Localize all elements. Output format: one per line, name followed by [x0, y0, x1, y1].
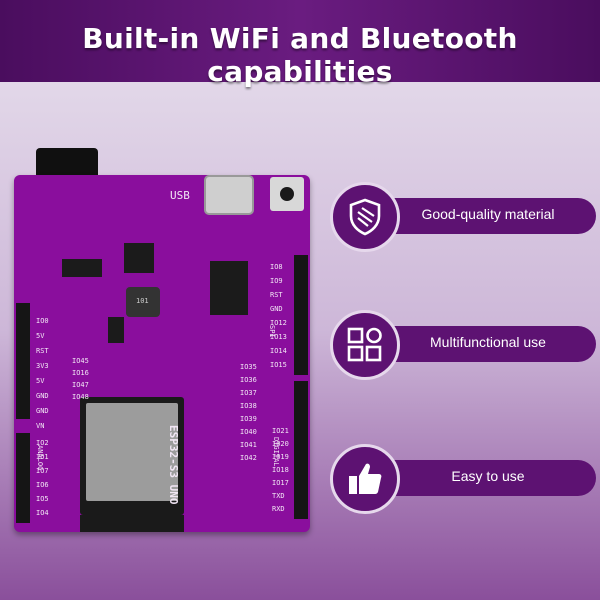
pin-label: IO41 [240, 441, 257, 449]
left-pin-labels: IO0 5V RST 3V3 5V GND GND VN [36, 317, 49, 437]
grid-icon [347, 327, 382, 362]
pin-label: IO45 [72, 357, 89, 365]
pin-label: IO35 [240, 363, 257, 371]
regulator-chip [124, 243, 154, 273]
pin-label: IO12 [270, 319, 287, 327]
pin-label: IO14 [270, 347, 287, 355]
usb-label: USB [170, 189, 190, 202]
pin-label: IO42 [240, 454, 257, 462]
pin-label: IO15 [270, 361, 287, 369]
pin-label: GND [36, 392, 49, 400]
right-pin-labels-top: IO8 IO9 RST GND IO12 IO13 IO14 IO15 [270, 263, 287, 375]
pin-label: IO16 [72, 369, 89, 377]
title-banner: Built-in WiFi and Bluetooth capabilities [0, 0, 600, 88]
small-component [62, 259, 102, 277]
pin-label: RXD [272, 505, 285, 513]
pin-label: GND [270, 305, 283, 313]
feature-label: Good-quality material [421, 206, 555, 222]
pin-label: IO21 [272, 427, 289, 435]
pin-label: 3V3 [36, 362, 49, 370]
left-pin-header [16, 303, 30, 419]
pin-label: IO6 [36, 481, 49, 489]
page-title: Built-in WiFi and Bluetooth capabilities [82, 22, 518, 88]
pin-label: IO9 [270, 277, 283, 285]
pin-label: 5V [36, 377, 45, 385]
right-pin-labels-outer: IO21 IO20 IO19 IO18 IO17 TXD RXD [272, 427, 289, 518]
power-inductor [126, 287, 160, 317]
pin-label: IO7 [36, 467, 49, 475]
pin-label: IO20 [272, 440, 289, 448]
pin-label: IO48 [72, 393, 89, 401]
feature-pill [370, 326, 596, 362]
pin-label: IO1 [36, 453, 49, 461]
module-shield [86, 403, 178, 501]
feature-pill [370, 198, 596, 234]
right-pin-header [294, 255, 308, 375]
pin-label: VN [36, 422, 45, 430]
diode-component [108, 317, 124, 343]
pin-label: IO13 [270, 333, 287, 341]
pin-label: TXD [272, 492, 285, 500]
module-antenna [80, 515, 184, 532]
pin-label: IO38 [240, 402, 257, 410]
pin-label: IO0 [36, 317, 49, 325]
model-label: ESP32-S3 UNO [167, 425, 180, 505]
esp32-module [80, 397, 184, 515]
pin-label: IO18 [272, 466, 289, 474]
pin-label: IO5 [36, 495, 49, 503]
pin-label: IO2 [36, 439, 49, 447]
feature-icon-badge [330, 444, 400, 514]
feature-label: Multifunctional use [430, 334, 546, 350]
feature-material: Good-quality material [330, 182, 596, 252]
left-pin-labels-lower: IO2 IO1 IO7 IO6 IO5 IO4 [36, 439, 49, 523]
usb-bridge-chip [210, 261, 248, 315]
pin-label: IO8 [270, 263, 283, 271]
pcb-board: USB 101 ESP32-S3 UNO SPI DIGITAL ANALOG … [14, 175, 310, 532]
pin-label: 5V [36, 332, 45, 340]
middle-pin-labels: IO45 IO16 IO47 IO48 [72, 357, 89, 405]
thumbs-up-icon [349, 463, 382, 494]
usb-c-port [204, 175, 254, 215]
left-pin-header-lower [16, 433, 30, 523]
reset-button [270, 177, 304, 211]
pin-label: IO17 [272, 479, 289, 487]
pin-label: IO4 [36, 509, 49, 517]
pin-label: IO40 [240, 428, 257, 436]
inductor-label: 101 [136, 297, 149, 305]
feature-icon-badge [330, 182, 400, 252]
feature-label: Easy to use [451, 468, 525, 484]
feature-icon-badge [330, 310, 400, 380]
pin-label: IO47 [72, 381, 89, 389]
pin-label: IO39 [240, 415, 257, 423]
pin-label: RST [270, 291, 283, 299]
pin-label: GND [36, 407, 49, 415]
pin-label: RST [36, 347, 49, 355]
pin-label: IO37 [240, 389, 257, 397]
feature-pill [370, 460, 596, 496]
right-pin-header-lower [294, 381, 308, 519]
feature-easy: Easy to use [330, 444, 596, 514]
right-pin-labels-bottom: IO35 IO36 IO37 IO38 IO39 IO40 IO41 IO42 [240, 363, 257, 467]
pin-label: IO19 [272, 453, 289, 461]
pin-label: IO36 [240, 376, 257, 384]
feature-multifunctional: Multifunctional use [330, 310, 596, 380]
shield-icon [349, 198, 381, 236]
